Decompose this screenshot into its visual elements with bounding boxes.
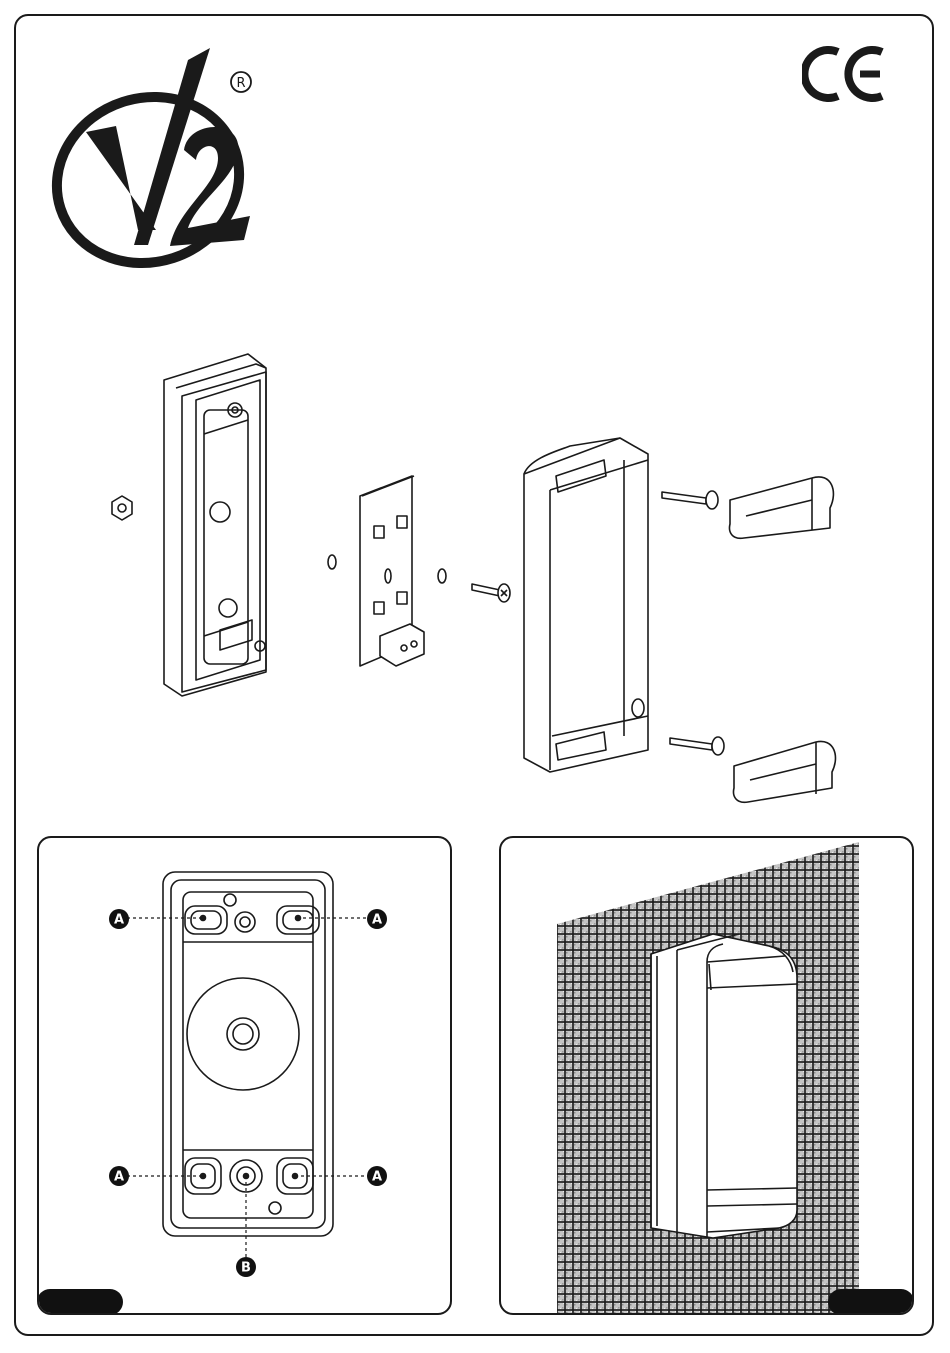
figure-label-badge — [37, 1289, 123, 1315]
nut-icon — [112, 496, 132, 520]
callout-a-top-right: A — [366, 908, 388, 930]
svg-text:A: A — [114, 1170, 124, 1185]
circuit-board — [360, 476, 424, 666]
svg-text:B: B — [241, 1261, 251, 1276]
main-cover — [524, 438, 648, 772]
washer-icon — [438, 569, 446, 583]
end-cap-top — [730, 477, 834, 538]
callout-b-bottom-center: B — [235, 1256, 257, 1278]
screw-icon — [472, 584, 510, 602]
brand-logo: R — [38, 40, 268, 280]
mounting-holes-panel: A A A A B — [37, 836, 452, 1315]
svg-text:A: A — [372, 913, 382, 928]
registered-mark: R — [236, 76, 245, 91]
svg-text:A: A — [114, 913, 124, 928]
screw-icon — [670, 737, 724, 755]
wall-mounted-panel — [499, 836, 914, 1315]
washer-icon — [328, 555, 336, 569]
base-plate-drawing — [163, 872, 333, 1236]
base-housing — [164, 354, 266, 696]
ce-mark — [802, 44, 886, 104]
end-cap-bottom — [734, 741, 836, 802]
svg-text:A: A — [372, 1170, 382, 1185]
callout-a-bottom-left: A — [108, 1165, 130, 1187]
exploded-view-drawing — [100, 340, 860, 820]
figure-label-badge — [828, 1289, 914, 1315]
callout-a-bottom-right: A — [366, 1165, 388, 1187]
installed-device — [651, 934, 797, 1238]
callout-a-top-left: A — [108, 908, 130, 930]
screw-icon — [662, 491, 718, 509]
